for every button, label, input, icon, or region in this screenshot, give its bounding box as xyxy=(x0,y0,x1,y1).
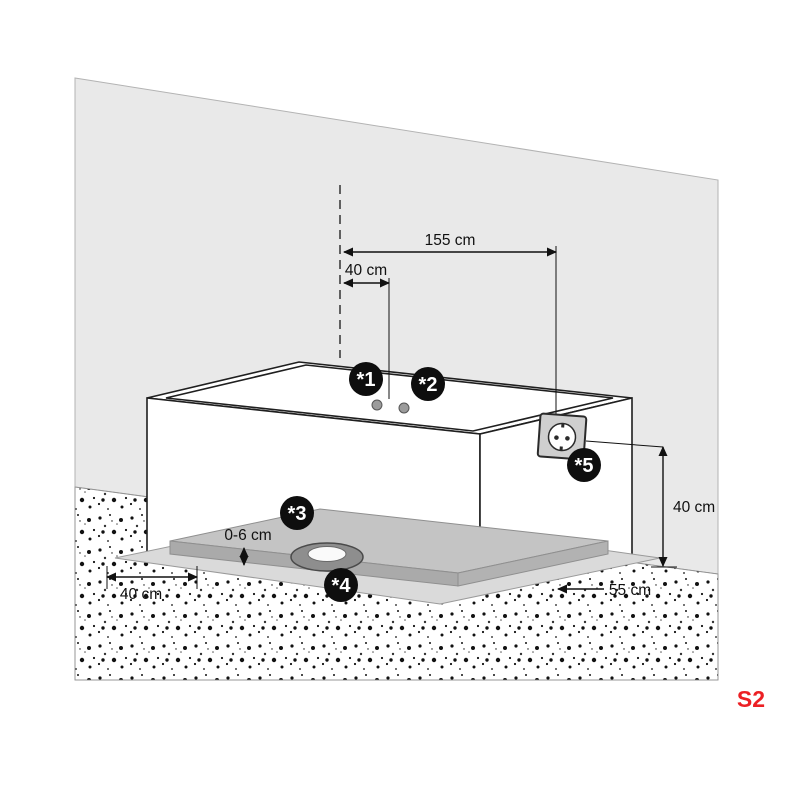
dimension-40cm-bottom-left: 40 cm xyxy=(106,566,198,603)
marker-5: *5 xyxy=(567,448,601,482)
marker-1-label: *1 xyxy=(357,369,376,391)
dimension-40cm-bl-label: 40 cm xyxy=(120,586,162,603)
page-code: S2 xyxy=(737,686,765,712)
tub-inner-rim xyxy=(165,364,614,432)
socket-to-dimension-line xyxy=(585,440,664,448)
marker-2-badge xyxy=(411,367,445,401)
marker-3-label: *3 xyxy=(288,503,307,525)
dimension-40cm-right-label: 40 cm xyxy=(673,499,715,516)
dimension-40cm-right: 40 cm xyxy=(585,440,715,568)
dimension-0-6cm: 0-6 cm xyxy=(224,527,272,566)
marker-2: *2 xyxy=(411,367,445,401)
marker-4: *4 xyxy=(324,568,358,602)
dimension-40cm-top: 40 cm xyxy=(343,262,390,399)
connection-dot-1 xyxy=(371,399,383,411)
marker-4-label: *4 xyxy=(332,575,352,597)
socket-pin-hole-right xyxy=(565,436,570,441)
electrical-socket xyxy=(536,412,588,461)
socket-pin-hole-left xyxy=(554,435,559,440)
marker-5-label: *5 xyxy=(575,455,594,477)
dimension-155cm: 155 cm xyxy=(343,232,557,426)
marker-4-badge xyxy=(324,568,358,602)
marker-3: *3 xyxy=(280,496,314,530)
platform-right-edge xyxy=(457,540,609,587)
marker-2-label: *2 xyxy=(419,374,438,396)
drain-hole-inner xyxy=(307,546,347,562)
dimension-0-6cm-label: 0-6 cm xyxy=(224,527,271,544)
marker-3-badge xyxy=(280,496,314,530)
dimension-155cm-label: 155 cm xyxy=(425,232,476,249)
connection-dot-2 xyxy=(398,402,410,414)
dimension-40cm-top-label: 40 cm xyxy=(345,262,387,279)
marker-1: *1 xyxy=(349,362,383,396)
marker-1-badge xyxy=(349,362,383,396)
marker-5-badge xyxy=(567,448,601,482)
dimension-55cm-label: 55 cm xyxy=(609,582,651,599)
connection-points xyxy=(371,399,410,414)
dimension-55cm: 55 cm xyxy=(557,582,651,599)
